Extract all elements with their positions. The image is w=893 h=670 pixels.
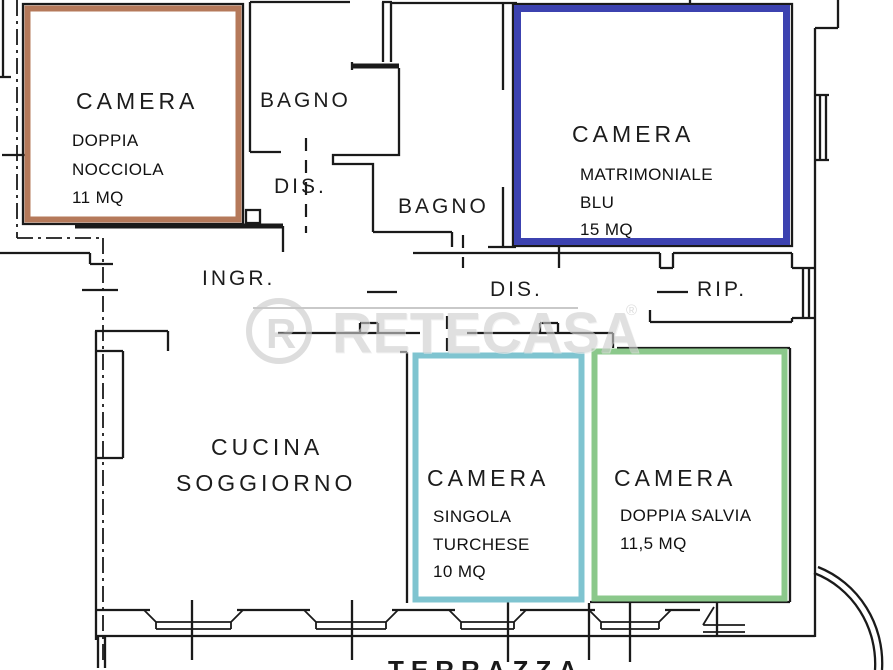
ingresso-label: INGR. xyxy=(202,267,276,290)
dis2-label: DIS. xyxy=(490,278,543,301)
room-subtitle-blu-2: BLU xyxy=(580,193,615,212)
room-area-turchese: 10 MQ xyxy=(433,562,487,581)
room-border-turchese xyxy=(412,352,585,603)
room-subtitle-nocciola-1: DOPPIA xyxy=(72,131,139,150)
bagno1-label: BAGNO xyxy=(260,89,351,112)
room-area-salvia: 11,5 MQ xyxy=(620,534,687,553)
room-border-salvia xyxy=(591,348,788,602)
room-subtitle-blu-1: MATRIMONIALE xyxy=(580,165,713,184)
terrazza-label: TERRAZZA xyxy=(388,657,584,670)
room-subtitle-nocciola-2: NOCCIOLA xyxy=(72,160,164,179)
dis1-label: DIS. xyxy=(274,175,327,198)
window-symbols xyxy=(143,606,745,633)
room-title-blu: CAMERA xyxy=(572,121,695,147)
room-title-salvia: CAMERA xyxy=(614,465,737,491)
bagno2-label: BAGNO xyxy=(398,195,489,218)
thick-wall-lines xyxy=(75,63,399,229)
room-border-nocciola xyxy=(24,5,242,223)
door-dashes xyxy=(304,138,465,352)
room-subtitle-turchese-1: SINGOLA xyxy=(433,507,512,526)
room-border-blu xyxy=(514,5,790,245)
soggiorno-label: SOGGIORNO xyxy=(176,470,357,496)
room-title-turchese: CAMERA xyxy=(427,465,550,491)
ripostiglio-label: RIP. xyxy=(697,278,748,301)
room-area-blu: 15 MQ xyxy=(580,220,634,239)
room-subtitle-turchese-2: TURCHESE xyxy=(433,535,530,554)
wall-lines xyxy=(0,0,840,668)
room-title-nocciola: CAMERA xyxy=(76,88,199,114)
room-area-nocciola: 11 MQ xyxy=(72,188,124,207)
balcony-arc xyxy=(813,565,884,670)
cucina-label: CUCINA xyxy=(211,434,324,460)
room-subtitle-salvia-1: DOPPIA SALVIA xyxy=(620,506,752,525)
property-boundary-line xyxy=(16,0,104,662)
